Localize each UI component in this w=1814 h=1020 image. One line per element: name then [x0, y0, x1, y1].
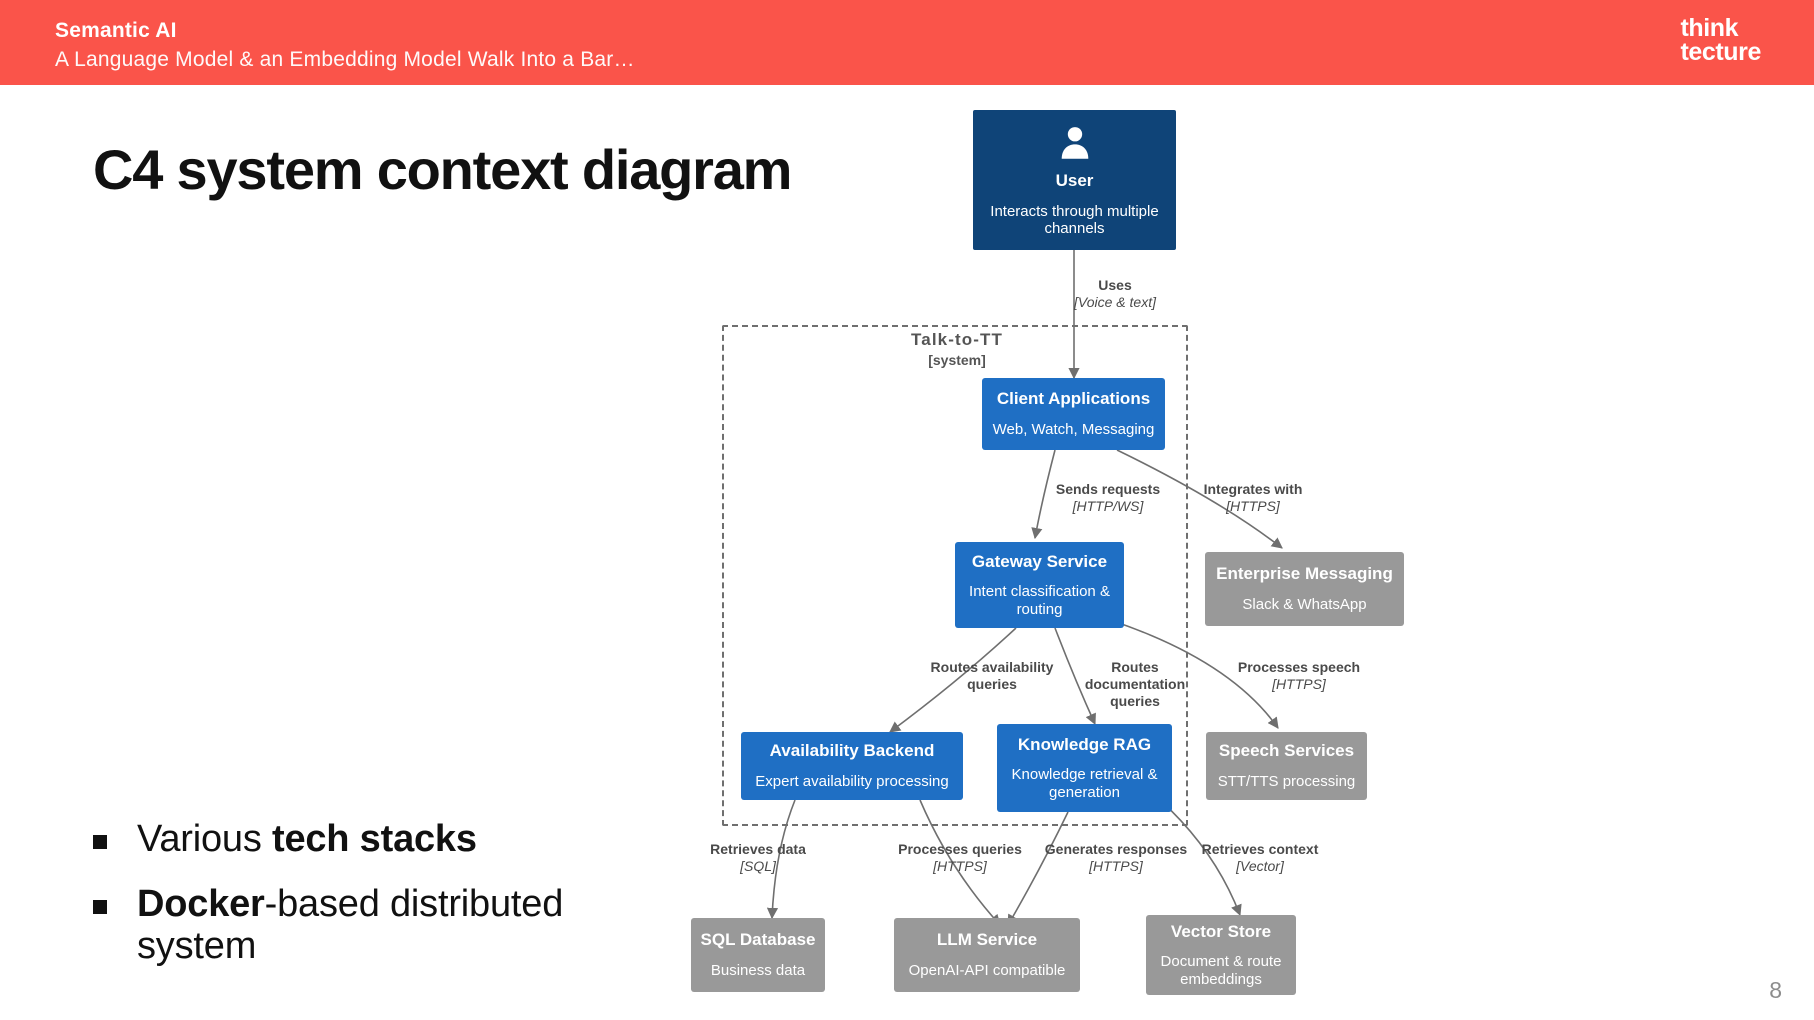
node-llm-service-title: LLM Service [936, 930, 1038, 950]
edge-label-integrates-with-tech: [HTTPS] [1226, 498, 1280, 515]
connector-processes-queries [919, 799, 1001, 926]
page-number: 8 [1769, 977, 1782, 1003]
node-sql-database[interactable]: SQL Database Business data [691, 918, 825, 992]
edge-label-processes-queries: Processes queries [HTTPS] [885, 841, 1035, 875]
boundary-name: Talk-to-TT [911, 330, 1003, 349]
node-vector-store[interactable]: Vector Store Document & route embeddings [1146, 915, 1296, 995]
node-client-applications-desc: Web, Watch, Messaging [992, 420, 1155, 438]
edge-label-generates-responses-main: Generates responses [1044, 841, 1188, 857]
node-gateway-service-title: Gateway Service [971, 551, 1108, 571]
edge-label-sends-requests: Sends requests [HTTP/WS] [1033, 481, 1183, 515]
page-title: C4 system context diagram [93, 138, 792, 201]
edge-label-sends-requests-main: Sends requests [1055, 481, 1161, 497]
edge-label-generates-responses: Generates responses [HTTPS] [1030, 841, 1202, 875]
node-knowledge-rag-title: Knowledge RAG [1017, 734, 1152, 754]
node-enterprise-messaging-title: Enterprise Messaging [1216, 564, 1393, 584]
connector-generates-responses [1007, 811, 1069, 926]
edge-label-processes-queries-main: Processes queries [898, 841, 1022, 857]
edge-label-retrieves-context-tech: [Vector] [1236, 858, 1284, 875]
node-user-title: User [1055, 171, 1094, 191]
connector-routes-documentation [1054, 627, 1096, 726]
edge-label-retrieves-data-tech: [SQL] [740, 858, 776, 875]
node-sql-database-title: SQL Database [700, 930, 816, 950]
edge-label-routes-availability-queries: Routes availability queries [917, 659, 1067, 693]
bullet-text-0: Various tech stacks [137, 818, 477, 860]
edge-label-integrates-with: Integrates with [HTTPS] [1178, 481, 1328, 515]
header-subtitle: A Language Model & an Embedding Model Wa… [55, 48, 635, 71]
node-client-applications[interactable]: Client Applications Web, Watch, Messagin… [982, 378, 1165, 450]
connector-integrates-with [1116, 449, 1283, 549]
node-availability-backend-desc: Expert availability processing [755, 772, 949, 790]
edge-label-uses-main: Uses [1098, 277, 1132, 293]
edge-label-routes-availability-queries-main: Routes availability queries [930, 659, 1054, 693]
logo-line-think: think [1680, 14, 1739, 42]
header-bar: Semantic AI A Language Model & an Embedd… [0, 0, 1814, 85]
node-llm-service-desc: OpenAI-API compatible [908, 961, 1066, 979]
edge-label-processes-queries-tech: [HTTPS] [933, 858, 987, 875]
header-title: Semantic AI [55, 19, 177, 42]
node-knowledge-rag[interactable]: Knowledge RAG Knowledge retrieval & gene… [997, 724, 1172, 812]
node-enterprise-messaging[interactable]: Enterprise Messaging Slack & WhatsApp [1205, 552, 1404, 626]
edge-label-retrieves-data: Retrieves data [SQL] [683, 841, 833, 875]
thinktecture-logo: think tecture [1680, 14, 1761, 67]
node-speech-services-desc: STT/TTS processing [1217, 772, 1356, 790]
edge-label-processes-speech: Processes speech [HTTPS] [1224, 659, 1374, 693]
connector-sends-requests [1031, 449, 1056, 540]
node-llm-service[interactable]: LLM Service OpenAI-API compatible [894, 918, 1080, 992]
node-speech-services-title: Speech Services [1218, 741, 1355, 761]
person-icon [1061, 127, 1088, 159]
node-knowledge-rag-desc: Knowledge retrieval & generation [1011, 766, 1158, 801]
node-user[interactable]: User Interacts through multiple channels [973, 110, 1176, 250]
node-vector-store-desc: Document & route embeddings [1160, 953, 1282, 988]
node-availability-backend-title: Availability Backend [769, 741, 935, 761]
boundary-type: [system] [928, 352, 986, 368]
node-enterprise-messaging-desc: Slack & WhatsApp [1242, 595, 1367, 613]
edge-label-retrieves-data-main: Retrieves data [710, 841, 806, 857]
connector-retrieves-context [1159, 799, 1242, 917]
connector-processes-speech [1109, 619, 1279, 729]
node-client-applications-title: Client Applications [996, 389, 1151, 409]
node-speech-services[interactable]: Speech Services STT/TTS processing [1206, 732, 1367, 800]
edge-label-processes-speech-tech: [HTTPS] [1272, 676, 1326, 693]
connector-retrieves-data [766, 799, 796, 920]
bullet-text-1: Docker-based distributed system [137, 882, 564, 968]
edge-label-generates-responses-tech: [HTTPS] [1089, 858, 1143, 875]
node-availability-backend[interactable]: Availability Backend Expert availability… [741, 732, 963, 800]
list-item: Docker-based distributed system [93, 883, 613, 968]
logo-line-tecture: tecture [1680, 38, 1761, 67]
edge-label-sends-requests-tech: [HTTP/WS] [1072, 498, 1144, 515]
bullet-square-icon [93, 899, 107, 914]
connector-routes-availability [889, 627, 1017, 733]
edge-label-integrates-with-main: Integrates with [1203, 481, 1303, 497]
bullet-list: Various tech stacks Docker-based distrib… [93, 818, 613, 990]
edge-label-uses: Uses [Voice & text] [1040, 277, 1190, 311]
bullet-square-icon [93, 835, 107, 849]
node-gateway-service-desc: Intent classification & routing [969, 583, 1110, 618]
node-gateway-service[interactable]: Gateway Service Intent classification & … [955, 542, 1124, 628]
node-user-desc: Interacts through multiple channels [990, 202, 1159, 238]
edge-label-processes-speech-main: Processes speech [1237, 659, 1361, 675]
node-sql-database-desc: Business data [710, 961, 806, 979]
node-vector-store-title: Vector Store [1170, 921, 1272, 941]
edge-label-routes-documentation-queries: Routes documentation queries [1060, 659, 1210, 710]
edge-label-uses-tech: [Voice & text] [1074, 294, 1156, 311]
edge-label-retrieves-context: Retrieves context [Vector] [1180, 841, 1340, 875]
list-item: Various tech stacks [93, 818, 613, 861]
system-boundary-label: Talk-to-TT [system] [882, 330, 1032, 368]
edge-label-routes-documentation-queries-main: Routes documentation queries [1084, 659, 1186, 710]
edge-label-retrieves-context-main: Retrieves context [1201, 841, 1319, 857]
